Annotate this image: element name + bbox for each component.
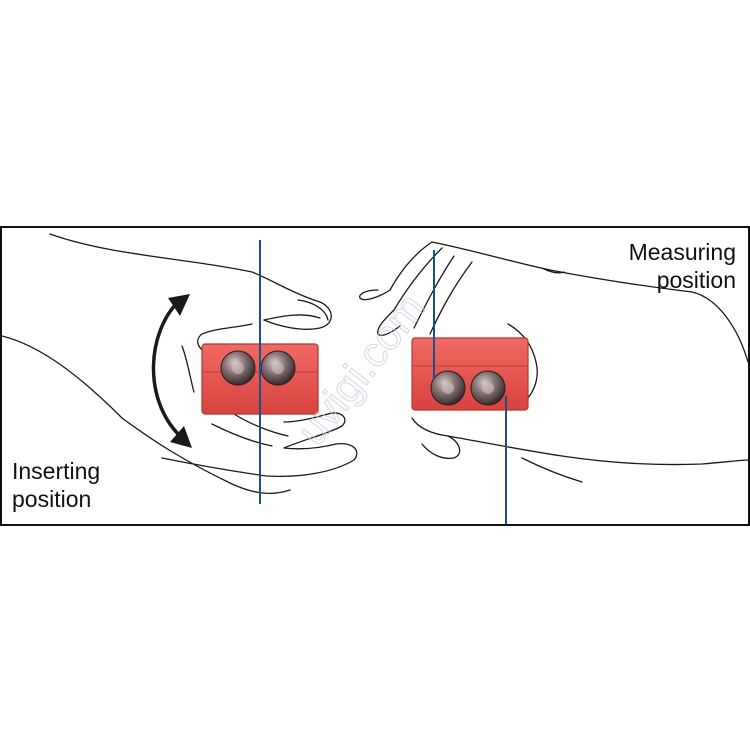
measuring-label-line-1: Measuring: [628, 239, 736, 265]
right-hand: [359, 241, 748, 483]
inserting-position-label: Inserting position: [12, 457, 100, 513]
measuring-label-line-2: position: [656, 267, 736, 293]
left-hand: [2, 233, 358, 495]
measuring-block: [411, 337, 529, 411]
inserting-label-line-2: position: [12, 486, 92, 512]
guide-lines: [259, 240, 507, 524]
figure-frame: uvigi.com Measuring position Inserting p…: [0, 226, 750, 526]
inserting-label-line-1: Inserting: [12, 458, 101, 484]
hands-illustration: uvigi.com: [2, 233, 748, 524]
measuring-position-label: Measuring position: [629, 238, 736, 294]
curved-double-arrow-icon: [151, 294, 192, 448]
